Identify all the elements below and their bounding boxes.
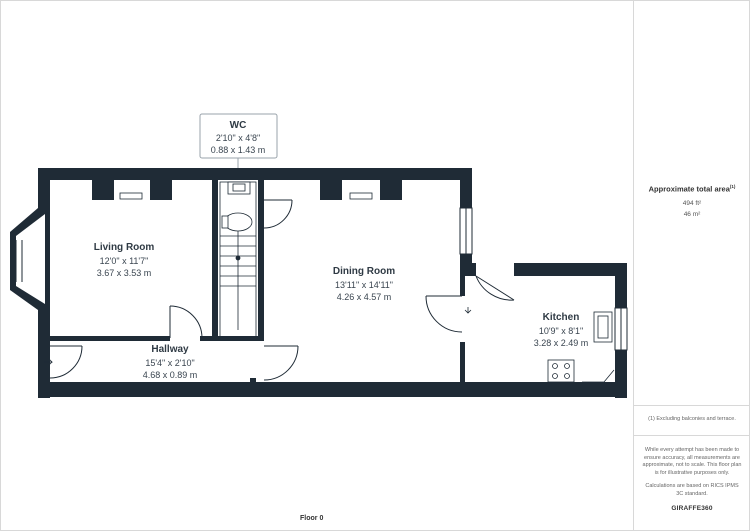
area-ft: 494 ft² [682,199,702,207]
floor-plan: WC 2'10" x 4'8" 0.88 x 1.43 m Living Roo… [10,113,628,398]
floor-label: Floor 0 [300,515,324,522]
kitchen-metric: 3.28 x 2.49 m [534,338,589,348]
area-title-text: Approximate total area [648,184,730,194]
area-footnote-marker: (1) [729,184,736,189]
markers [44,307,472,382]
stairs [219,181,257,338]
room-hallway: Hallway 15'4" x 2'10" 4.68 x 0.89 m [143,344,198,380]
bay-window [10,208,50,310]
dining-room-metric: 4.26 x 4.57 m [337,292,392,302]
footnote: (1) Excluding balconies and terrace. [648,416,736,422]
calc-note: Calculations are based on RICS IPMS 3C s… [645,483,739,497]
hallway-name: Hallway [151,344,189,355]
disclaimer: While every attempt has been made to ens… [642,447,742,476]
hallway-metric: 4.68 x 0.89 m [143,370,198,380]
kitchen-fixtures [547,311,615,383]
hallway-imperial: 15'4" x 2'10" [145,358,194,368]
area-m: 46 m² [683,210,701,218]
kitchen-name: Kitchen [543,312,580,323]
area-title: Approximate total area(1) [634,184,750,194]
wc-fixtures [221,181,253,232]
wc-imperial: 2'10" x 4'8" [216,133,260,143]
wc-name: WC [230,120,247,131]
room-living: Living Room 12'0" x 11'7" 3.67 x 3.53 m [94,242,155,278]
room-kitchen: Kitchen 10'9" x 8'1" 3.28 x 2.49 m [534,312,589,348]
doors [49,199,515,381]
divider-top [634,405,750,406]
disclaimer-block: While every attempt has been made to ens… [634,447,750,512]
area-summary: Approximate total area(1) 494 ft² 46 m² [634,184,750,220]
kitchen-imperial: 10'9" x 8'1" [539,326,583,336]
info-sidebar: Approximate total area(1) 494 ft² 46 m² … [633,0,750,531]
living-room-metric: 3.67 x 3.53 m [97,268,152,278]
dining-room-name: Dining Room [333,266,395,277]
living-room-imperial: 12'0" x 11'7" [100,256,149,266]
room-dining: Dining Room 13'11" x 14'11" 4.26 x 4.57 … [333,266,395,302]
dining-room-imperial: 13'11" x 14'11" [335,280,393,290]
divider-bottom [634,435,750,436]
wc-metric: 0.88 x 1.43 m [211,145,266,155]
footnote-block: (1) Excluding balconies and terrace. [634,416,750,424]
living-room-name: Living Room [94,242,155,253]
wc-callout: WC 2'10" x 4'8" 0.88 x 1.43 m [199,113,278,168]
windows [119,192,628,351]
walls [38,168,627,398]
brand-logo: GIRAFFE360 [671,505,713,512]
